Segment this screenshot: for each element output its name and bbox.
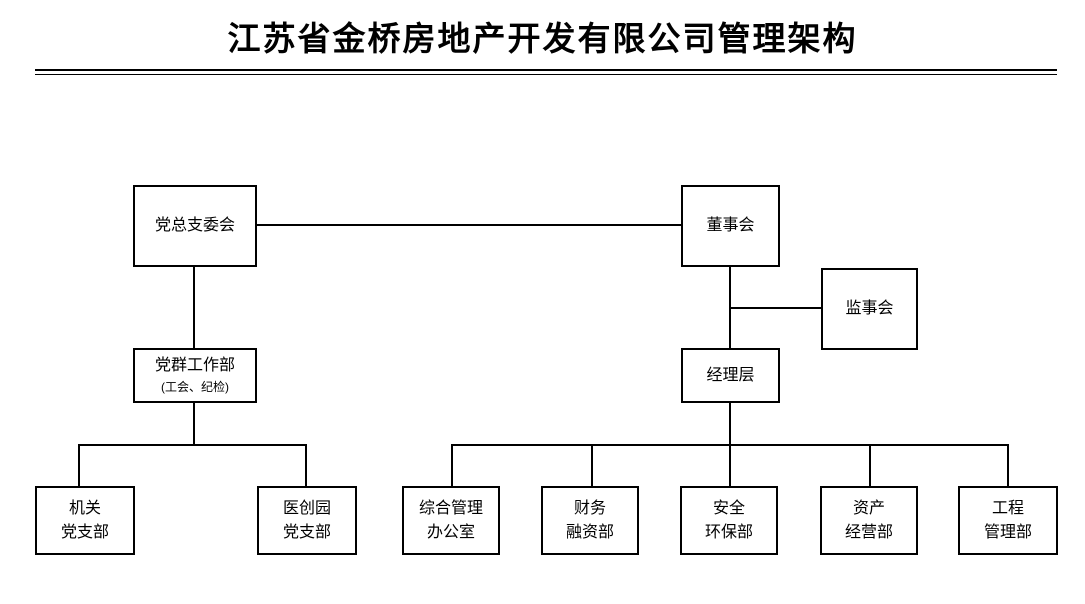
connector-party-committee-to-board — [257, 224, 681, 226]
node-label: 党群工作部 — [154, 357, 235, 375]
node-label-line1: 安全 — [712, 500, 745, 518]
node-supervisory-board: 监事会 — [821, 268, 918, 350]
connector-board-to-supervisory — [731, 307, 821, 309]
node-label: 党总支委会 — [154, 217, 235, 235]
node-office-party-branch: 机关 党支部 — [35, 486, 135, 555]
node-party-mass-work-dept: 党群工作部 (工会、纪检) — [133, 348, 257, 403]
node-label-line2: 党支部 — [60, 523, 109, 541]
node-finance-financing-dept: 财务 融资部 — [541, 486, 639, 555]
node-label-line2: 管理部 — [983, 523, 1032, 541]
node-label-line2: 党支部 — [282, 523, 331, 541]
node-label-line1: 综合管理 — [418, 500, 483, 518]
page-title: 江苏省金桥房地产开发有限公司管理架构 — [227, 22, 858, 58]
node-label-line2: 经营部 — [844, 523, 893, 541]
node-label: 经理层 — [706, 366, 755, 384]
connector-branch-bus-left — [78, 444, 307, 446]
connector-branch-bus-right — [451, 444, 1009, 446]
connector-board-to-management — [729, 267, 731, 348]
node-party-general-branch-committee: 党总支委会 — [133, 185, 257, 267]
node-management-level: 经理层 — [681, 348, 780, 403]
node-label-line1: 医创园 — [282, 500, 331, 518]
node-label-line2: 办公室 — [426, 523, 475, 541]
connector-drop-office-party-branch — [78, 446, 80, 486]
title-double-rule — [35, 69, 1057, 75]
connector-drop-general-management-office — [451, 446, 453, 486]
connector-drop-asset-operations-dept — [869, 446, 871, 486]
node-asset-operations-dept: 资产 经营部 — [820, 486, 918, 555]
node-board-of-directors: 董事会 — [681, 185, 780, 267]
node-safety-environmental-dept: 安全 环保部 — [680, 486, 778, 555]
node-label-line1: 工程 — [991, 500, 1024, 518]
node-label-line2: 环保部 — [704, 523, 753, 541]
node-general-management-office: 综合管理 办公室 — [402, 486, 500, 555]
node-label-line1: 机关 — [68, 500, 101, 518]
node-sublabel: (工会、纪检) — [161, 380, 229, 395]
node-engineering-management-dept: 工程 管理部 — [958, 486, 1058, 555]
node-label-line1: 财务 — [573, 500, 606, 518]
node-label: 董事会 — [706, 217, 755, 235]
node-label-line1: 资产 — [852, 500, 885, 518]
connector-drop-medical-park-party-branch — [305, 446, 307, 486]
node-label: 监事会 — [845, 300, 894, 318]
node-label-line2: 融资部 — [565, 523, 614, 541]
connector-drop-engineering-management-dept — [1007, 446, 1009, 486]
connector-party-mass-down — [193, 403, 195, 446]
connector-drop-finance-financing-dept — [591, 446, 593, 486]
connector-party-committee-to-party-mass — [193, 267, 195, 348]
node-medical-park-party-branch: 医创园 党支部 — [257, 486, 357, 555]
